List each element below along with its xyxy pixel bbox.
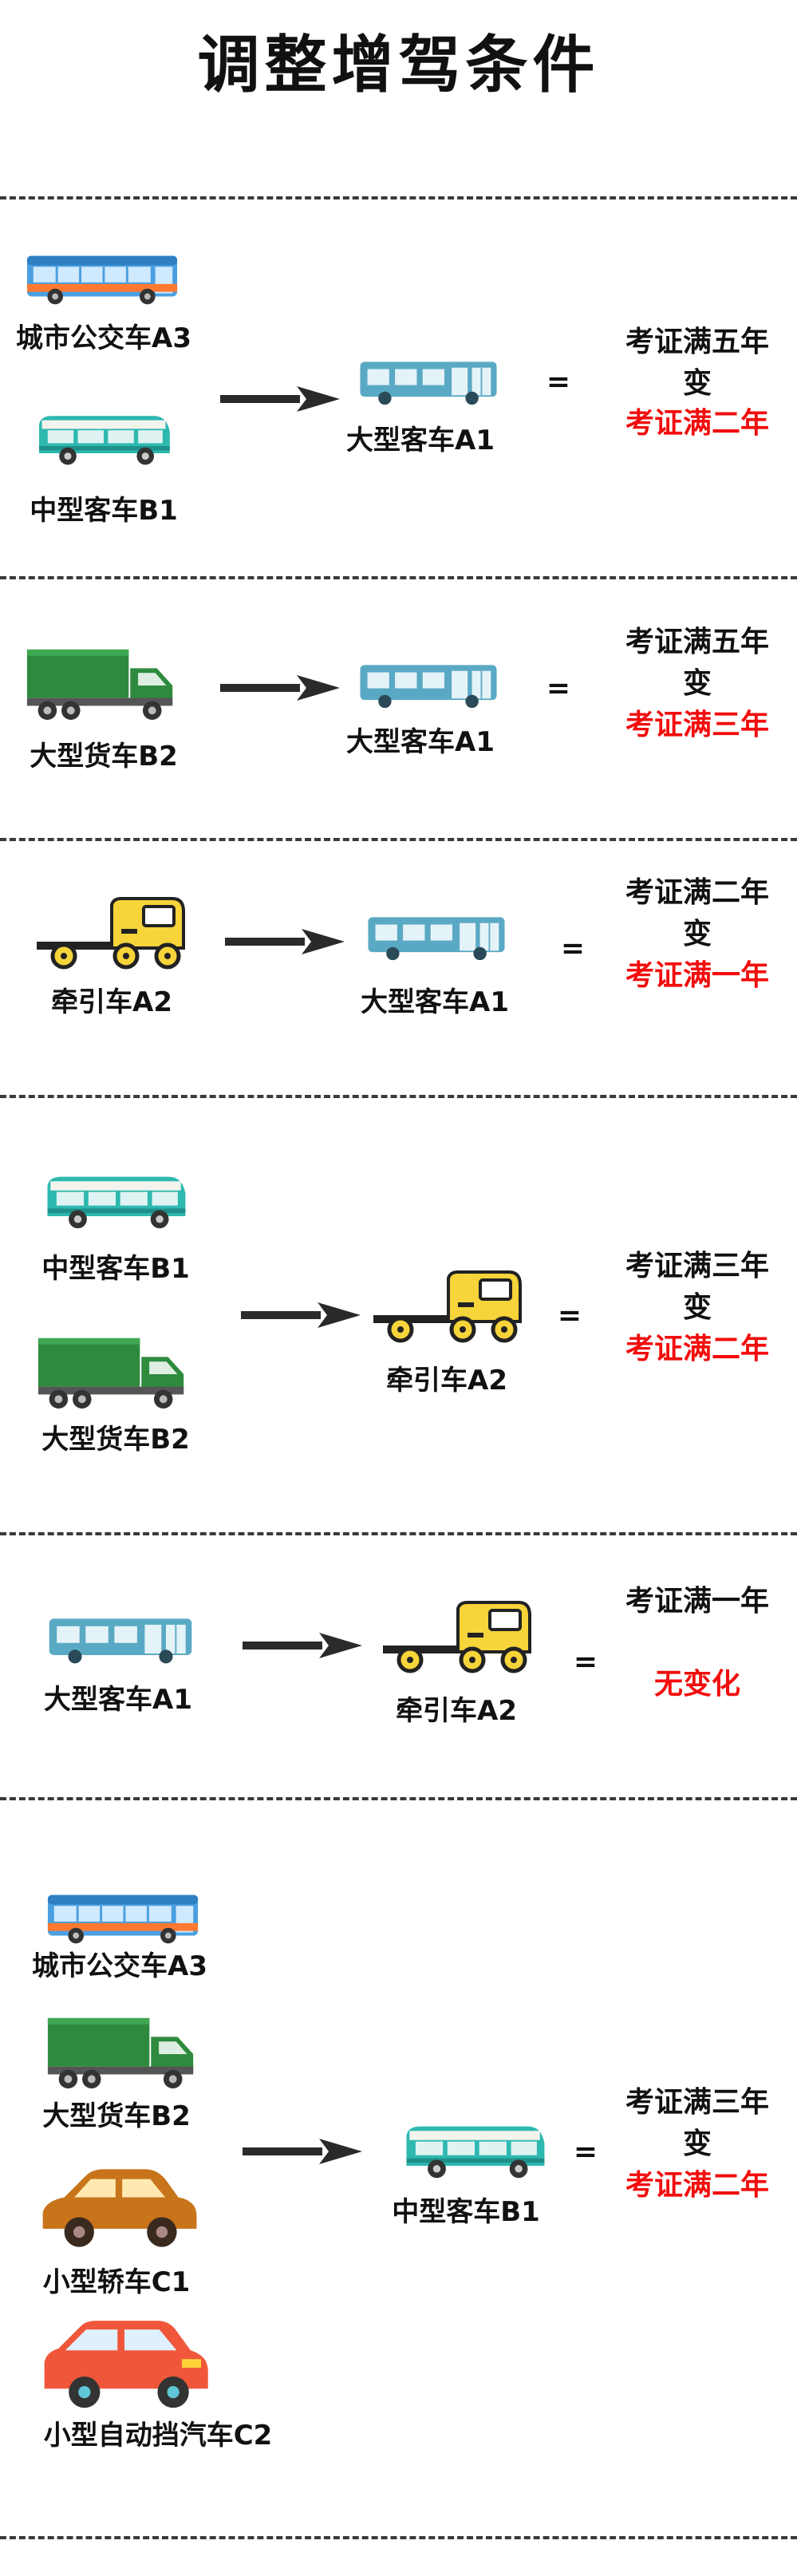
equals-sign: = <box>573 2135 598 2168</box>
after-condition: 无变化 <box>653 1668 741 1701</box>
source-label: 小型轿车C1 <box>42 2266 191 2298</box>
page-title: 调整增驾条件 <box>197 30 600 101</box>
change-word: 变 <box>682 367 712 400</box>
arrow-right-icon <box>220 672 340 704</box>
after-condition: 考证满二年 <box>625 1333 770 1365</box>
source-label: 大型货车B2 <box>30 741 178 772</box>
truck-icon <box>24 645 180 723</box>
minibus-icon <box>32 409 176 469</box>
section-divider <box>0 838 797 841</box>
source-label: 大型货车B2 <box>41 1424 190 1456</box>
coach-bus-icon <box>364 911 509 962</box>
section-divider <box>0 2536 797 2539</box>
before-condition: 考证满五年 <box>625 626 770 658</box>
tractor-head-icon <box>32 892 191 975</box>
before-condition: 考证满二年 <box>625 876 770 909</box>
before-condition: 考证满三年 <box>625 1250 770 1282</box>
section-divider <box>0 1532 797 1535</box>
target-label: 大型客车A1 <box>361 986 509 1018</box>
target-label: 大型客车A1 <box>346 726 495 758</box>
sedan-icon <box>35 2164 203 2255</box>
source-label: 大型货车B2 <box>42 2100 191 2132</box>
before-condition: 考证满五年 <box>625 326 770 358</box>
after-condition: 考证满二年 <box>625 407 770 440</box>
equals-sign: = <box>560 932 586 965</box>
after-condition: 考证满一年 <box>625 959 770 992</box>
equals-sign: = <box>546 672 571 705</box>
before-condition: 考证满三年 <box>625 2086 770 2119</box>
source-label: 城市公交车A3 <box>16 322 191 354</box>
source-label: 牵引车A2 <box>51 986 172 1018</box>
equals-sign: = <box>546 365 571 398</box>
target-label: 中型客车B1 <box>392 2196 540 2228</box>
source-label: 小型自动挡汽车C2 <box>43 2420 273 2452</box>
coach-bus-icon <box>356 659 501 710</box>
target-label: 牵引车A2 <box>396 1695 517 1727</box>
target-label: 牵引车A2 <box>386 1365 507 1397</box>
change-word: 变 <box>682 667 712 700</box>
minibus-icon <box>40 1168 191 1234</box>
arrow-right-icon <box>243 1630 362 1661</box>
equals-sign: = <box>557 1299 582 1332</box>
section-divider <box>0 576 797 579</box>
target-label: 大型客车A1 <box>346 425 495 456</box>
after-condition: 考证满二年 <box>625 2169 770 2202</box>
arrow-right-icon <box>243 2135 362 2167</box>
tractor-head-icon <box>378 1596 538 1679</box>
arrow-right-icon <box>220 383 340 415</box>
arrow-right-icon <box>225 926 345 958</box>
city-bus-icon <box>45 1890 201 1946</box>
coach-bus-icon <box>356 356 501 407</box>
change-word: 变 <box>682 918 712 950</box>
truck-icon <box>45 2013 201 2092</box>
section-divider <box>0 1797 797 1800</box>
after-condition: 考证满三年 <box>625 709 770 741</box>
coach-bus-icon <box>45 1612 196 1666</box>
city-bus-icon <box>24 251 180 306</box>
source-label: 中型客车B1 <box>30 495 178 527</box>
equals-sign: = <box>573 1646 598 1678</box>
source-label: 城市公交车A3 <box>32 1950 207 1982</box>
source-label: 大型客车A1 <box>44 1684 192 1716</box>
minibus-icon <box>399 2118 550 2183</box>
before-condition: 考证满一年 <box>625 1585 770 1618</box>
truck-icon <box>35 1333 191 1412</box>
source-label: 中型客车B1 <box>41 1253 190 1285</box>
tractor-head-icon <box>369 1266 528 1349</box>
section-divider <box>0 1095 797 1098</box>
change-word: 变 <box>682 1291 712 1324</box>
change-word: 变 <box>682 2128 712 2160</box>
arrow-right-icon <box>241 1299 361 1331</box>
compact-car-icon <box>37 2319 212 2415</box>
section-divider <box>0 196 797 200</box>
